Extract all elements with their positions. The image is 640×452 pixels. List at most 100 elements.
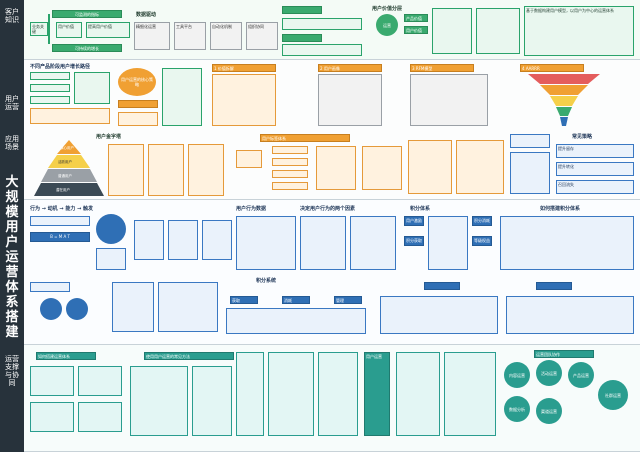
points-system-text xyxy=(500,216,634,270)
flow-circle-note xyxy=(96,248,126,270)
methods-list-3 xyxy=(236,352,264,436)
tree-node-b: 消耗 xyxy=(282,296,310,304)
right-strategy-2: 提升转化 xyxy=(556,162,634,176)
tag-row-2 xyxy=(272,158,308,166)
card-1-header: 1 价值拆解 xyxy=(212,64,276,72)
card-3-header: 3 RFM模型 xyxy=(410,64,474,72)
right-title-2: 如何搭建积分体系 xyxy=(540,206,581,212)
team-circle-3: 产品运营 xyxy=(568,362,594,388)
col-org: 组织协同 xyxy=(246,22,278,50)
behavior-col-3 xyxy=(202,220,232,260)
sidebar-section-user-ops: 用户运营 xyxy=(5,95,19,111)
tag-root xyxy=(236,150,262,168)
growth-item-2 xyxy=(30,84,70,92)
right-strategy-root xyxy=(510,134,550,148)
title-methods: 使用用户运营的常见方法 xyxy=(144,352,234,360)
build-step-2 xyxy=(78,366,122,396)
behavior-col-1 xyxy=(134,220,164,260)
right-tree-body xyxy=(380,296,498,334)
team-circle-6: 社群运营 xyxy=(598,380,628,410)
methods-grid-2 xyxy=(444,352,496,436)
lower-circle-2 xyxy=(66,298,88,320)
strategy-tag-1 xyxy=(118,100,158,108)
right-tree-head xyxy=(424,282,460,290)
growth-note xyxy=(30,108,110,124)
team-circle-1: 内容运营 xyxy=(504,362,530,388)
build-step-3 xyxy=(30,402,74,432)
methods-list-1 xyxy=(130,366,188,436)
growth-item-3 xyxy=(30,96,70,104)
main-title: 大规模用户运营体系搭建 xyxy=(5,175,19,340)
pyramid-notes-2 xyxy=(148,144,184,196)
strategy-oval: 用户运营的核心策略 xyxy=(118,68,156,96)
points-node-1: 用户激励 xyxy=(404,216,424,226)
methods-list-2 xyxy=(192,366,232,436)
right-strategy-3: 召回流失 xyxy=(556,180,634,194)
title-build-system: 如何搭建运营体系 xyxy=(36,352,96,360)
pyramid-title: 用户金字塔 xyxy=(96,134,122,140)
flow-circle-1 xyxy=(96,214,126,244)
root-connector xyxy=(48,14,50,44)
tag-row-1 xyxy=(272,146,308,154)
factor-col-1 xyxy=(300,216,346,270)
tree-node-a: 获取 xyxy=(230,296,258,304)
pyramid-label-3: 普通用户 xyxy=(58,174,72,178)
card-1-body xyxy=(212,74,276,126)
growth-item-1 xyxy=(30,72,70,80)
pyramid-notes-1 xyxy=(108,144,144,196)
pyramid-label-4: 潜在用户 xyxy=(56,188,70,192)
panel-tags-header: 用户标签体系 xyxy=(260,134,350,142)
card-2-header: 2 用户画像 xyxy=(318,64,382,72)
right-panel-b xyxy=(476,8,520,54)
build-step-4 xyxy=(78,402,122,432)
col-tools: 工具平台 xyxy=(174,22,206,50)
sidebar-section-scenes: 应用场景 xyxy=(5,135,19,151)
node-left-top: 可监测的指标 xyxy=(52,10,122,18)
sidebar-section-customer: 客户知识 xyxy=(5,8,19,24)
title-growth-path: 不同产品阶段用户增长路径 xyxy=(30,64,91,70)
right-product-value: 产品价值 xyxy=(404,14,428,22)
pyramid-notes-3 xyxy=(188,144,224,196)
lower-left-head xyxy=(30,282,70,292)
card-4-header: 4 AARRR xyxy=(520,64,584,72)
tree-node-c: 管理 xyxy=(334,296,362,304)
right-strategy-notes xyxy=(510,152,550,194)
growth-desc xyxy=(74,72,110,104)
right-strategy-head: 常见策略 xyxy=(572,134,593,140)
pyramid-label-2: 活跃用户 xyxy=(58,160,72,164)
mid-label: 数据驱动 xyxy=(136,12,157,18)
points-detail xyxy=(428,216,468,270)
tag-row-4 xyxy=(272,182,308,190)
flow-chain xyxy=(30,216,90,226)
build-step-1 xyxy=(30,366,74,396)
methods-list-5 xyxy=(318,352,358,436)
right-title: 积分体系 xyxy=(410,206,431,212)
sidebar xyxy=(0,0,24,452)
tag-green-1 xyxy=(282,6,322,14)
right-head: 用户价值分层 xyxy=(372,6,403,12)
right-note: 基于数据构建用户模型，以用户为中心的运营体系 xyxy=(524,6,634,56)
tree-head: 积分系统 xyxy=(256,278,277,284)
tree-leaves xyxy=(226,308,366,334)
green-desc-1 xyxy=(282,18,362,30)
sep-title: 决定用户行为的两个因素 xyxy=(300,206,356,212)
grid-title: 用户行为数据 xyxy=(236,206,267,212)
tag-details-2 xyxy=(362,146,402,190)
team-circle-2: 活动运营 xyxy=(536,360,562,386)
node-user-value: 用户价值 xyxy=(56,22,82,38)
methods-list-4 xyxy=(268,352,314,436)
node-raise-value: 提高用户价值 xyxy=(86,22,130,38)
aarrr-funnel xyxy=(528,74,600,126)
far-tree-head xyxy=(536,282,572,290)
ops-circle: 运营 xyxy=(376,14,398,36)
strategy-list xyxy=(162,68,202,126)
right-user-value: 用户价值 xyxy=(404,26,428,34)
methods-grid-1 xyxy=(396,352,440,436)
root-node: 业务关键 xyxy=(30,22,48,36)
lower-list-2 xyxy=(158,282,218,332)
behavior-grid xyxy=(236,216,296,270)
flow-title: 行为 → 动机 → 能力 → 触发 xyxy=(30,206,94,212)
tag-details-3 xyxy=(408,140,452,194)
strategy-tag-2 xyxy=(118,112,158,126)
points-node-4: 等级权益 xyxy=(472,236,492,246)
